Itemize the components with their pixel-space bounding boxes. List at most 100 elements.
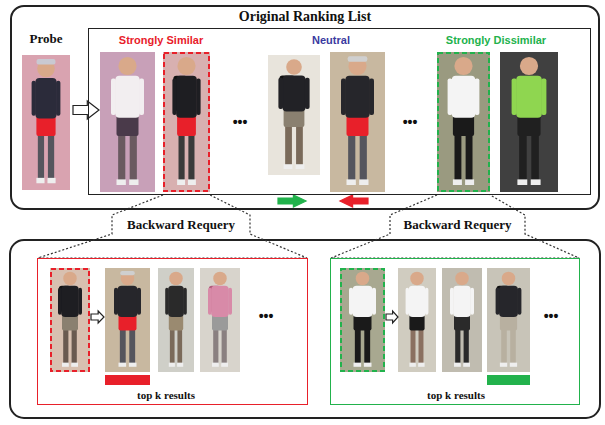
left-arm <box>32 81 36 116</box>
category-label: Strongly Similar <box>119 34 203 47</box>
right-leg <box>188 129 194 181</box>
panel-box: Original Ranking ListStrongly SimilarNeu… <box>10 5 600 210</box>
left-leg <box>501 325 507 363</box>
person-photo <box>500 52 558 192</box>
right-leg <box>177 325 182 363</box>
right-leg <box>531 129 539 181</box>
person-photo <box>340 268 385 372</box>
left-leg <box>120 325 126 363</box>
right-shoe <box>359 179 368 185</box>
left-shoe <box>500 363 507 367</box>
left-leg <box>38 129 44 179</box>
head <box>410 272 424 286</box>
right-leg <box>364 325 370 363</box>
left-arm <box>114 288 118 315</box>
left-arm <box>341 79 346 115</box>
head <box>37 60 55 78</box>
person-photo <box>50 268 90 372</box>
torso <box>353 286 373 317</box>
right-leg <box>72 325 77 363</box>
head <box>502 272 516 286</box>
photo-ground <box>200 268 240 372</box>
right-shoe <box>71 363 78 367</box>
query-arrow <box>73 101 99 119</box>
photo-ground <box>398 268 436 372</box>
left-leg <box>454 129 461 181</box>
right-leg <box>222 325 227 363</box>
right-leg <box>129 325 135 363</box>
result-caption: top k results <box>427 389 485 402</box>
cap <box>120 271 135 275</box>
left-arm <box>349 288 353 315</box>
lower-garment <box>117 115 139 136</box>
person-photo <box>163 52 210 192</box>
right-arm <box>228 288 232 315</box>
requery-label: Backward Requery <box>124 217 238 232</box>
left-shoe <box>36 178 44 183</box>
head <box>177 57 195 75</box>
right-arm <box>196 79 200 115</box>
lower-garment <box>169 315 183 331</box>
left-arm <box>111 79 116 115</box>
photo-ground <box>105 268 150 372</box>
head <box>121 272 135 286</box>
result-caption: top k results <box>137 389 195 402</box>
left-leg <box>285 121 292 165</box>
left-arm <box>448 79 453 115</box>
person-photo <box>437 52 490 192</box>
photo-ground <box>22 55 70 190</box>
dashed-frame <box>438 53 489 191</box>
lower-garment <box>212 315 228 331</box>
left-shoe <box>347 179 356 185</box>
ranking-box: Strongly SimilarNeutralStrongly Dissimil… <box>88 28 591 195</box>
right-leg <box>510 325 516 363</box>
left-leg <box>455 325 460 363</box>
lower-garment <box>284 109 305 127</box>
left-leg <box>519 129 527 181</box>
head <box>118 57 136 75</box>
photo-ground <box>442 268 482 372</box>
right-arm <box>137 288 141 315</box>
query-arrow <box>91 311 104 323</box>
torso <box>61 286 79 317</box>
person-photo <box>22 55 70 190</box>
photo-ground <box>163 52 210 192</box>
requery-box: top k results <box>330 258 580 405</box>
right-shoe <box>364 363 372 367</box>
right-arm <box>470 288 474 315</box>
requery-box: top k results <box>37 258 308 405</box>
torso <box>283 75 306 111</box>
head <box>356 272 370 286</box>
photo-ground <box>500 52 558 192</box>
right-shoe <box>418 363 424 367</box>
cap <box>37 59 56 64</box>
left-shoe <box>212 363 219 367</box>
left-arm <box>172 79 176 115</box>
left-shoe <box>453 179 462 185</box>
right-arm <box>78 288 82 315</box>
right-shoe <box>510 363 517 367</box>
ellipsis: ••• <box>403 114 418 130</box>
right-arm <box>518 288 522 315</box>
right-shoe <box>129 179 138 185</box>
torso <box>115 76 139 118</box>
person-photo <box>442 268 482 372</box>
torso <box>35 78 56 119</box>
person-photo <box>158 268 194 372</box>
right-shoe <box>177 363 183 367</box>
right-leg <box>466 129 473 181</box>
left-shoe <box>177 179 185 185</box>
left-shoe <box>517 179 527 185</box>
photo-ground <box>268 55 320 175</box>
lower-garment <box>409 315 424 331</box>
right-shoe <box>463 363 470 367</box>
head <box>286 59 302 75</box>
panel-title: Original Ranking List <box>239 9 371 25</box>
right-arm <box>305 78 310 109</box>
torso <box>168 286 184 317</box>
photo-ground <box>437 52 490 192</box>
match-bar <box>487 375 530 385</box>
right-shoe <box>47 178 55 183</box>
right-leg <box>464 325 469 363</box>
requery-connector <box>331 195 579 258</box>
